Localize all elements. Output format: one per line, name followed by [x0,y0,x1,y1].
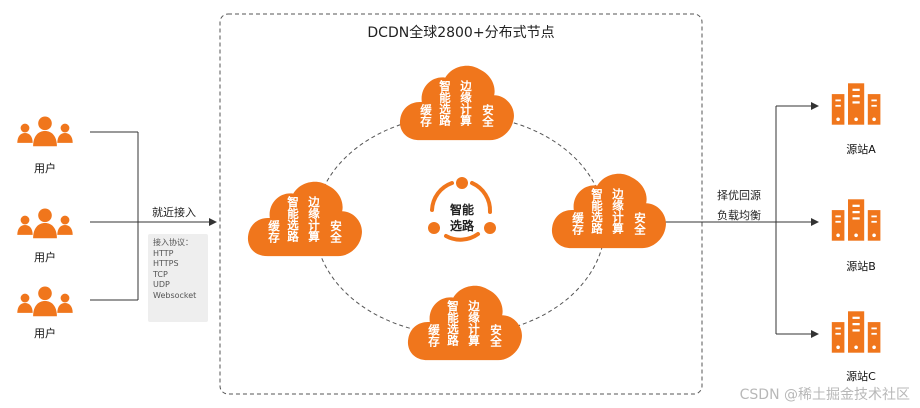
user-label: 用户 [34,327,56,340]
origin-label: 源站A [846,143,876,156]
cloud-label-cache: 缓存 [571,212,585,235]
cloud-label-edge: 边缘计算 [467,300,481,346]
diagram-title: DCDN全球2800+分布式节点 [367,25,555,41]
protocol-item: TCP [153,269,168,279]
cloud-label-security: 安全 [329,220,343,243]
user-label: 用户 [34,251,56,264]
protocol-item: UDP [153,280,170,289]
cloud-label-security: 安全 [489,324,503,347]
cloud-label-routing: 智能选路 [438,80,452,126]
origin-label: 源站C [846,370,876,383]
cloud-label-security: 安全 [481,104,495,127]
user-label: 用户 [34,162,56,175]
server-icon [831,83,881,125]
cloud-label-edge: 边缘计算 [459,80,473,126]
cloud-label-security: 安全 [633,212,647,235]
cloud-label-edge: 边缘计算 [611,188,625,234]
cloud-icon [399,65,514,141]
origin-connectors [620,102,819,338]
cloud-label-routing: 智能选路 [446,300,460,346]
center-label: 智能 选路 [444,202,480,234]
cloud-label-routing: 智能选路 [590,188,604,234]
protocol-item: HTTP [153,248,174,258]
protocol-item: HTTPS [153,259,179,268]
access-label: 就近接入 [152,206,196,219]
user-group-icon [17,116,73,147]
cloud-label-cache: 缓存 [427,324,441,347]
server-icon [831,311,881,353]
center-label-line2: 选路 [449,219,474,233]
cloud-label-cache: 缓存 [419,104,433,127]
watermark: CSDN @稀土掘金技术社区 [739,387,910,403]
routing-label: 择优回源 负载均衡 [704,186,774,226]
origin-label: 源站B [846,260,876,273]
cloud-label-edge: 边缘计算 [307,196,321,242]
cloud-icon [551,173,666,249]
protocol-item: Websocket [153,290,197,300]
protocol-heading: 接入协议： [153,238,193,247]
routing-label-line1: 择优回源 [717,189,761,202]
cloud-icon [247,181,362,257]
user-group-icon [17,208,73,239]
protocol-box: 接入协议： HTTP HTTPS TCP UDP Websocket [148,234,208,322]
cloud-label-cache: 缓存 [267,220,281,243]
smart-routing-icon [428,177,496,242]
center-label-line1: 智能 [449,203,474,217]
user-group-icon [17,286,73,317]
cloud-icon [407,285,522,361]
server-icon [831,199,881,241]
cloud-label-routing: 智能选路 [286,196,300,242]
routing-label-line2: 负载均衡 [717,209,761,222]
user-connectors [90,131,217,301]
node-region [219,13,703,395]
